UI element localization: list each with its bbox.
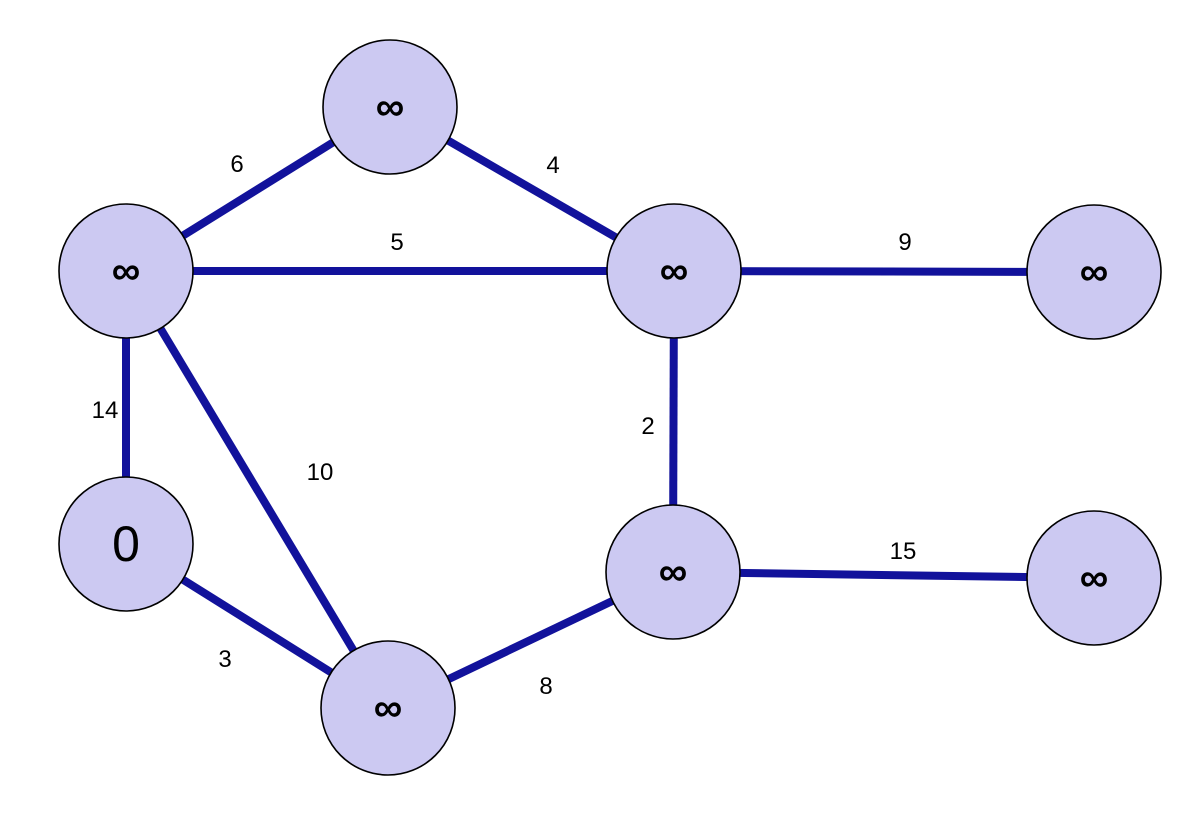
- edge-weight-label: 6: [230, 151, 243, 178]
- node-mid-right[interactable]: ∞: [606, 203, 742, 339]
- node-source-circle[interactable]: [58, 476, 194, 612]
- edge-weight-label: 4: [546, 152, 559, 179]
- node-bottom-center-circle[interactable]: [320, 640, 456, 776]
- edge-mid-right-far-right-top: [673, 267, 1095, 276]
- node-source[interactable]: 0: [58, 476, 194, 612]
- node-far-right-bottom-circle[interactable]: [1026, 510, 1162, 646]
- node-far-right-bottom[interactable]: ∞: [1026, 510, 1162, 646]
- node-left-circle[interactable]: [58, 203, 194, 339]
- edge-left-bottom-center: [122, 268, 392, 711]
- edge-weight-label: 8: [539, 673, 552, 700]
- edge-weight-label: 5: [390, 229, 403, 256]
- node-mid-bottom[interactable]: ∞: [605, 504, 741, 640]
- edge-weight-label: 10: [307, 459, 334, 486]
- node-mid-bottom-circle[interactable]: [605, 504, 741, 640]
- node-mid-right-circle[interactable]: [606, 203, 742, 339]
- edge-weight-label: 14: [92, 397, 119, 424]
- node-far-right-top[interactable]: ∞: [1026, 204, 1162, 340]
- node-far-right-top-circle[interactable]: [1026, 204, 1162, 340]
- node-top-circle[interactable]: [322, 39, 458, 175]
- node-top[interactable]: ∞: [322, 39, 458, 175]
- node-bottom-center[interactable]: ∞: [320, 640, 456, 776]
- edge-weight-label: 9: [898, 229, 911, 256]
- edge-mid-bottom-far-right-bottom: [672, 568, 1095, 582]
- edge-weight-label: 15: [890, 538, 917, 565]
- edge-weight-label: 3: [218, 646, 231, 673]
- edge-weight-label: 2: [641, 413, 654, 440]
- node-left[interactable]: ∞: [58, 203, 194, 339]
